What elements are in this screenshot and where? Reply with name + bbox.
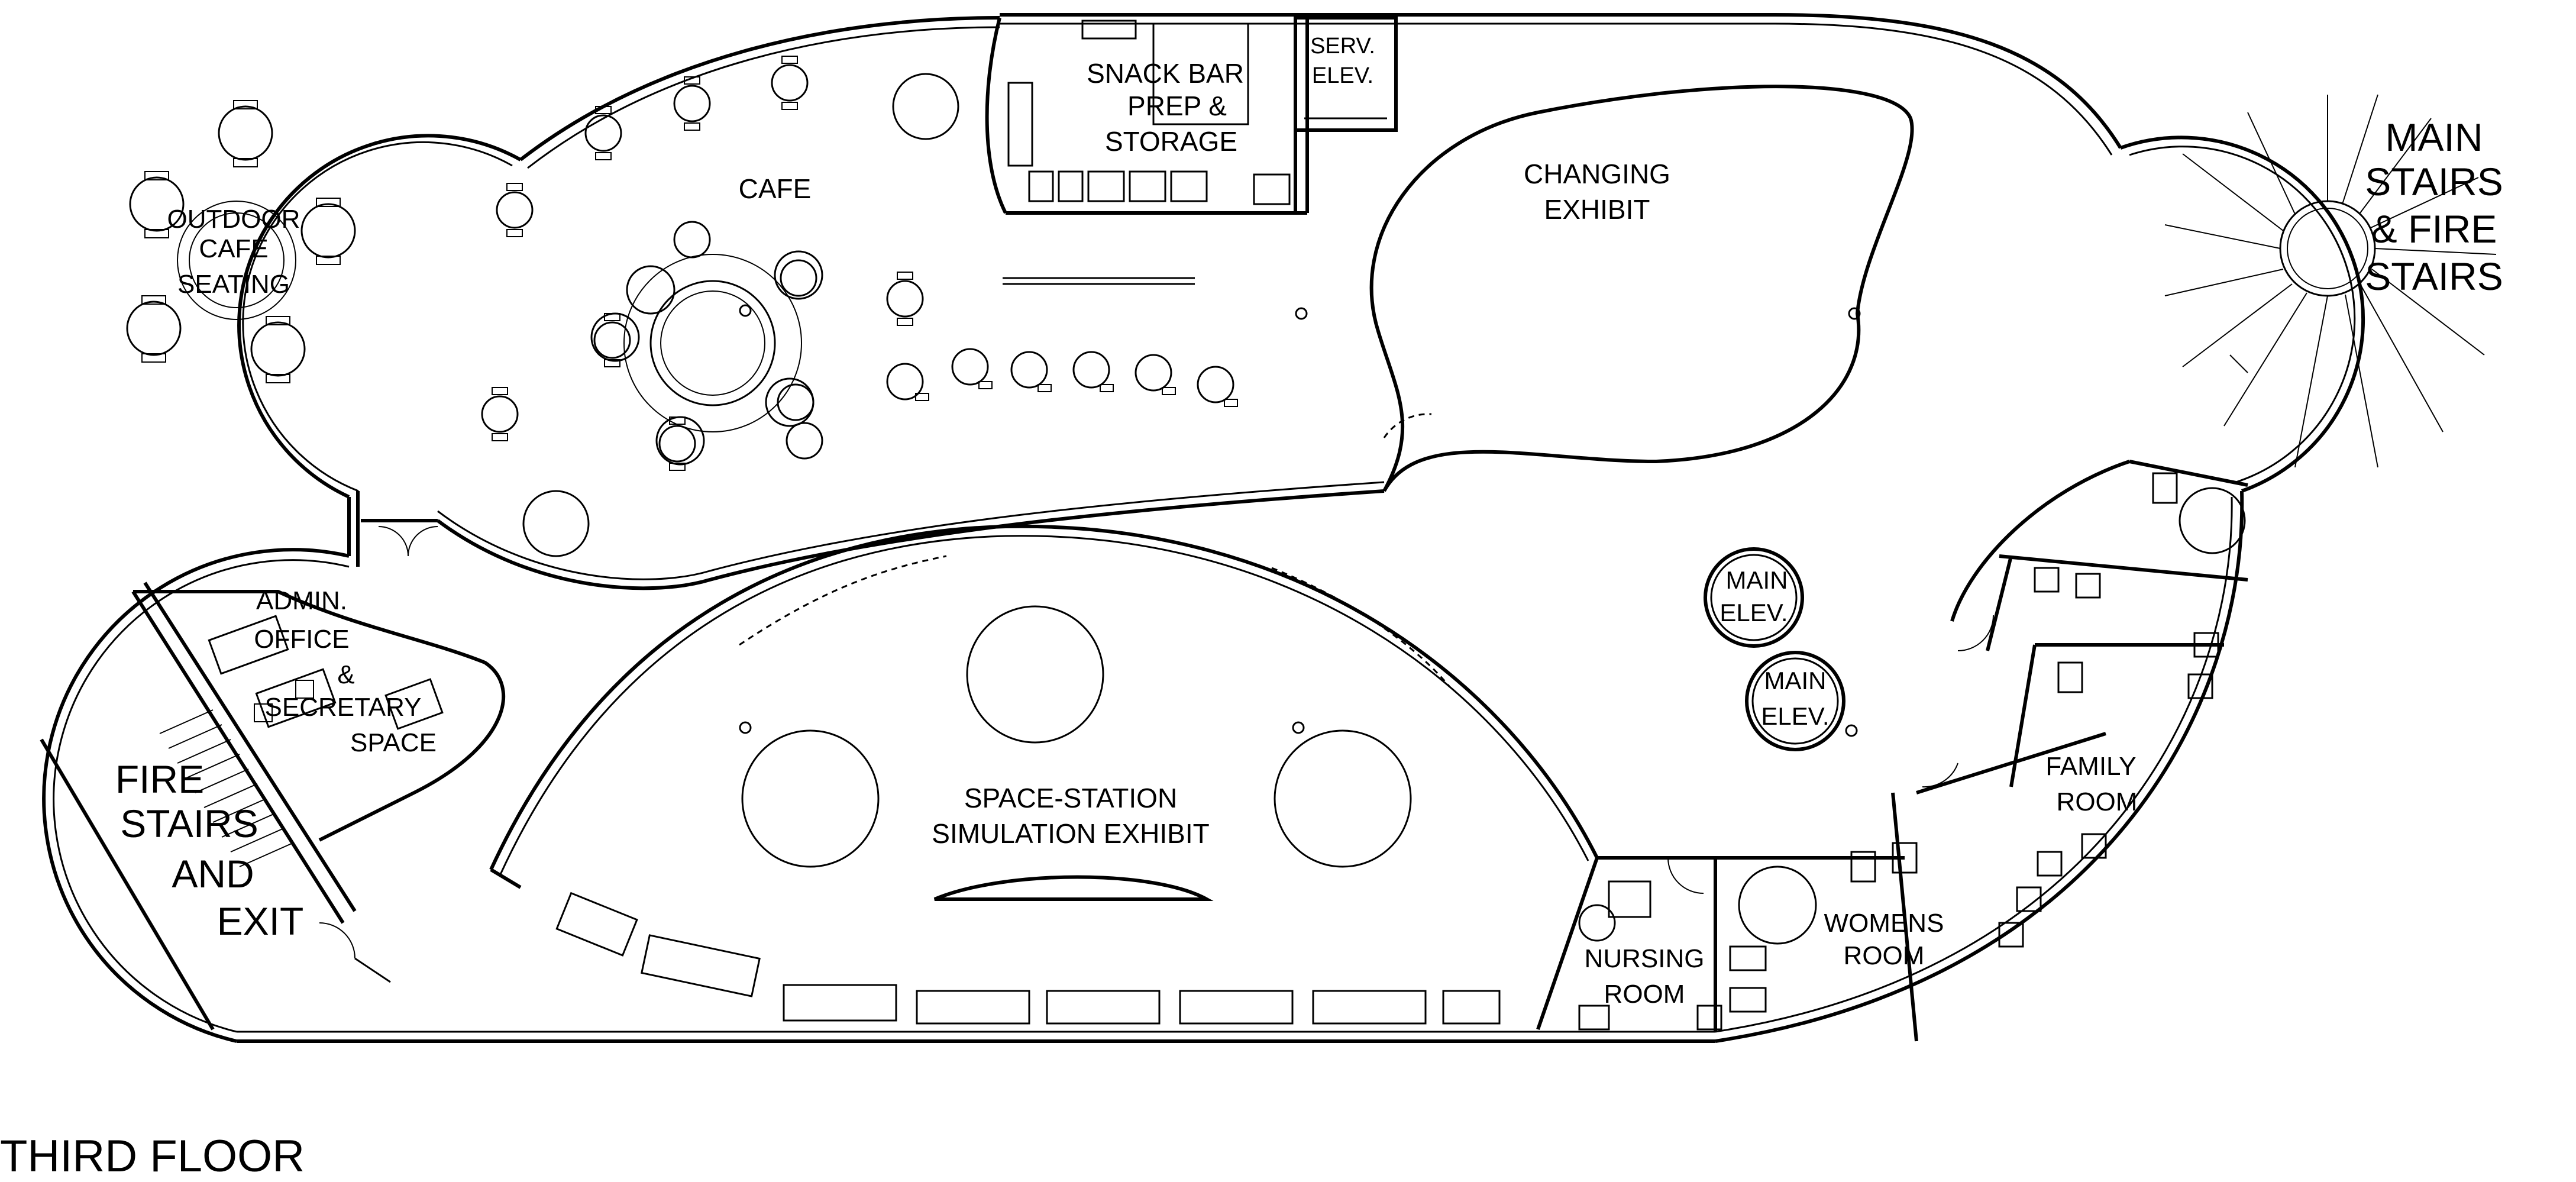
nursing-room-label-2: ROOM (1604, 980, 1685, 1009)
outdoor-seating (126, 100, 356, 383)
family-room-label-2: ROOM (2057, 787, 2138, 816)
fire-stairs-label-2: STAIRS (120, 802, 258, 845)
changing-exhibit-label-1: CHANGING (1524, 159, 1670, 189)
outdoor-cafe-label-1: OUTDOOR (167, 205, 300, 234)
fire-stairs-label-4: EXIT (217, 899, 304, 943)
main-stairs-label-4: STAIRS (2365, 254, 2503, 298)
main-stairs-treads (2164, 94, 2497, 468)
womens-room-label-1: WOMENS (1824, 909, 1944, 938)
outer-walls (42, 13, 2365, 1043)
serv-elev-label-1: SERV. (1310, 34, 1375, 59)
main-elev-1-label-1: MAIN (1726, 566, 1788, 594)
fire-stairs-label-3: AND (172, 852, 254, 896)
restroom-fixtures (1578, 472, 2246, 1031)
snack-bar-label-3: STORAGE (1105, 126, 1237, 157)
admin-label-1: ADMIN. (256, 586, 347, 615)
admin-label-3: & (337, 660, 354, 689)
space-station-label-1: SPACE-STATION (964, 783, 1177, 813)
interior-walls (40, 16, 2248, 1042)
main-elev-2-label-1: MAIN (1764, 667, 1827, 695)
main-elev-2-label-2: ELEV. (1761, 702, 1829, 730)
serv-elev-label-2: ELEV. (1312, 63, 1373, 88)
snack-bar-fixtures (1003, 20, 1308, 320)
fire-stairs-label-1: FIRE (115, 757, 204, 801)
fire-stair-treads (159, 709, 293, 867)
main-elev-1-label-2: ELEV. (1720, 599, 1788, 626)
cafe-tables (481, 56, 1238, 557)
family-room-label-1: FAMILY (2045, 752, 2136, 781)
outdoor-cafe-label-3: SEATING (177, 270, 290, 299)
changing-exhibit-label-2: EXHIBIT (1544, 194, 1650, 225)
cafe-center-feature (590, 250, 823, 466)
floor-title: THIRD FLOOR (0, 1131, 305, 1181)
snack-bar-label-1: SNACK BAR (1087, 58, 1244, 89)
admin-label-5: SPACE (350, 728, 437, 757)
admin-label-2: OFFICE (254, 625, 349, 654)
nursing-room-label-1: NURSING (1585, 944, 1705, 973)
snack-bar-label-2: PREP & (1127, 91, 1227, 121)
main-elevators (1704, 307, 1861, 751)
admin-label-4: SECRETARY (265, 693, 422, 722)
cafe-label: CAFE (739, 173, 812, 204)
main-stairs-label-3: & FIRE (2371, 207, 2497, 251)
outdoor-cafe-label-2: CAFE (199, 234, 268, 263)
main-stairs-label-1: MAIN (2386, 115, 2483, 159)
main-stairs-label-2: STAIRS (2365, 160, 2503, 204)
womens-room-label-2: ROOM (1844, 941, 1925, 970)
space-station-furniture (555, 605, 1501, 1025)
admin-furniture (208, 615, 444, 730)
space-station-label-2: SIMULATION EXHIBIT (932, 818, 1209, 849)
room-labels: OUTDOOR CAFE SEATING CAFE SNACK BAR PREP… (115, 34, 2503, 1009)
